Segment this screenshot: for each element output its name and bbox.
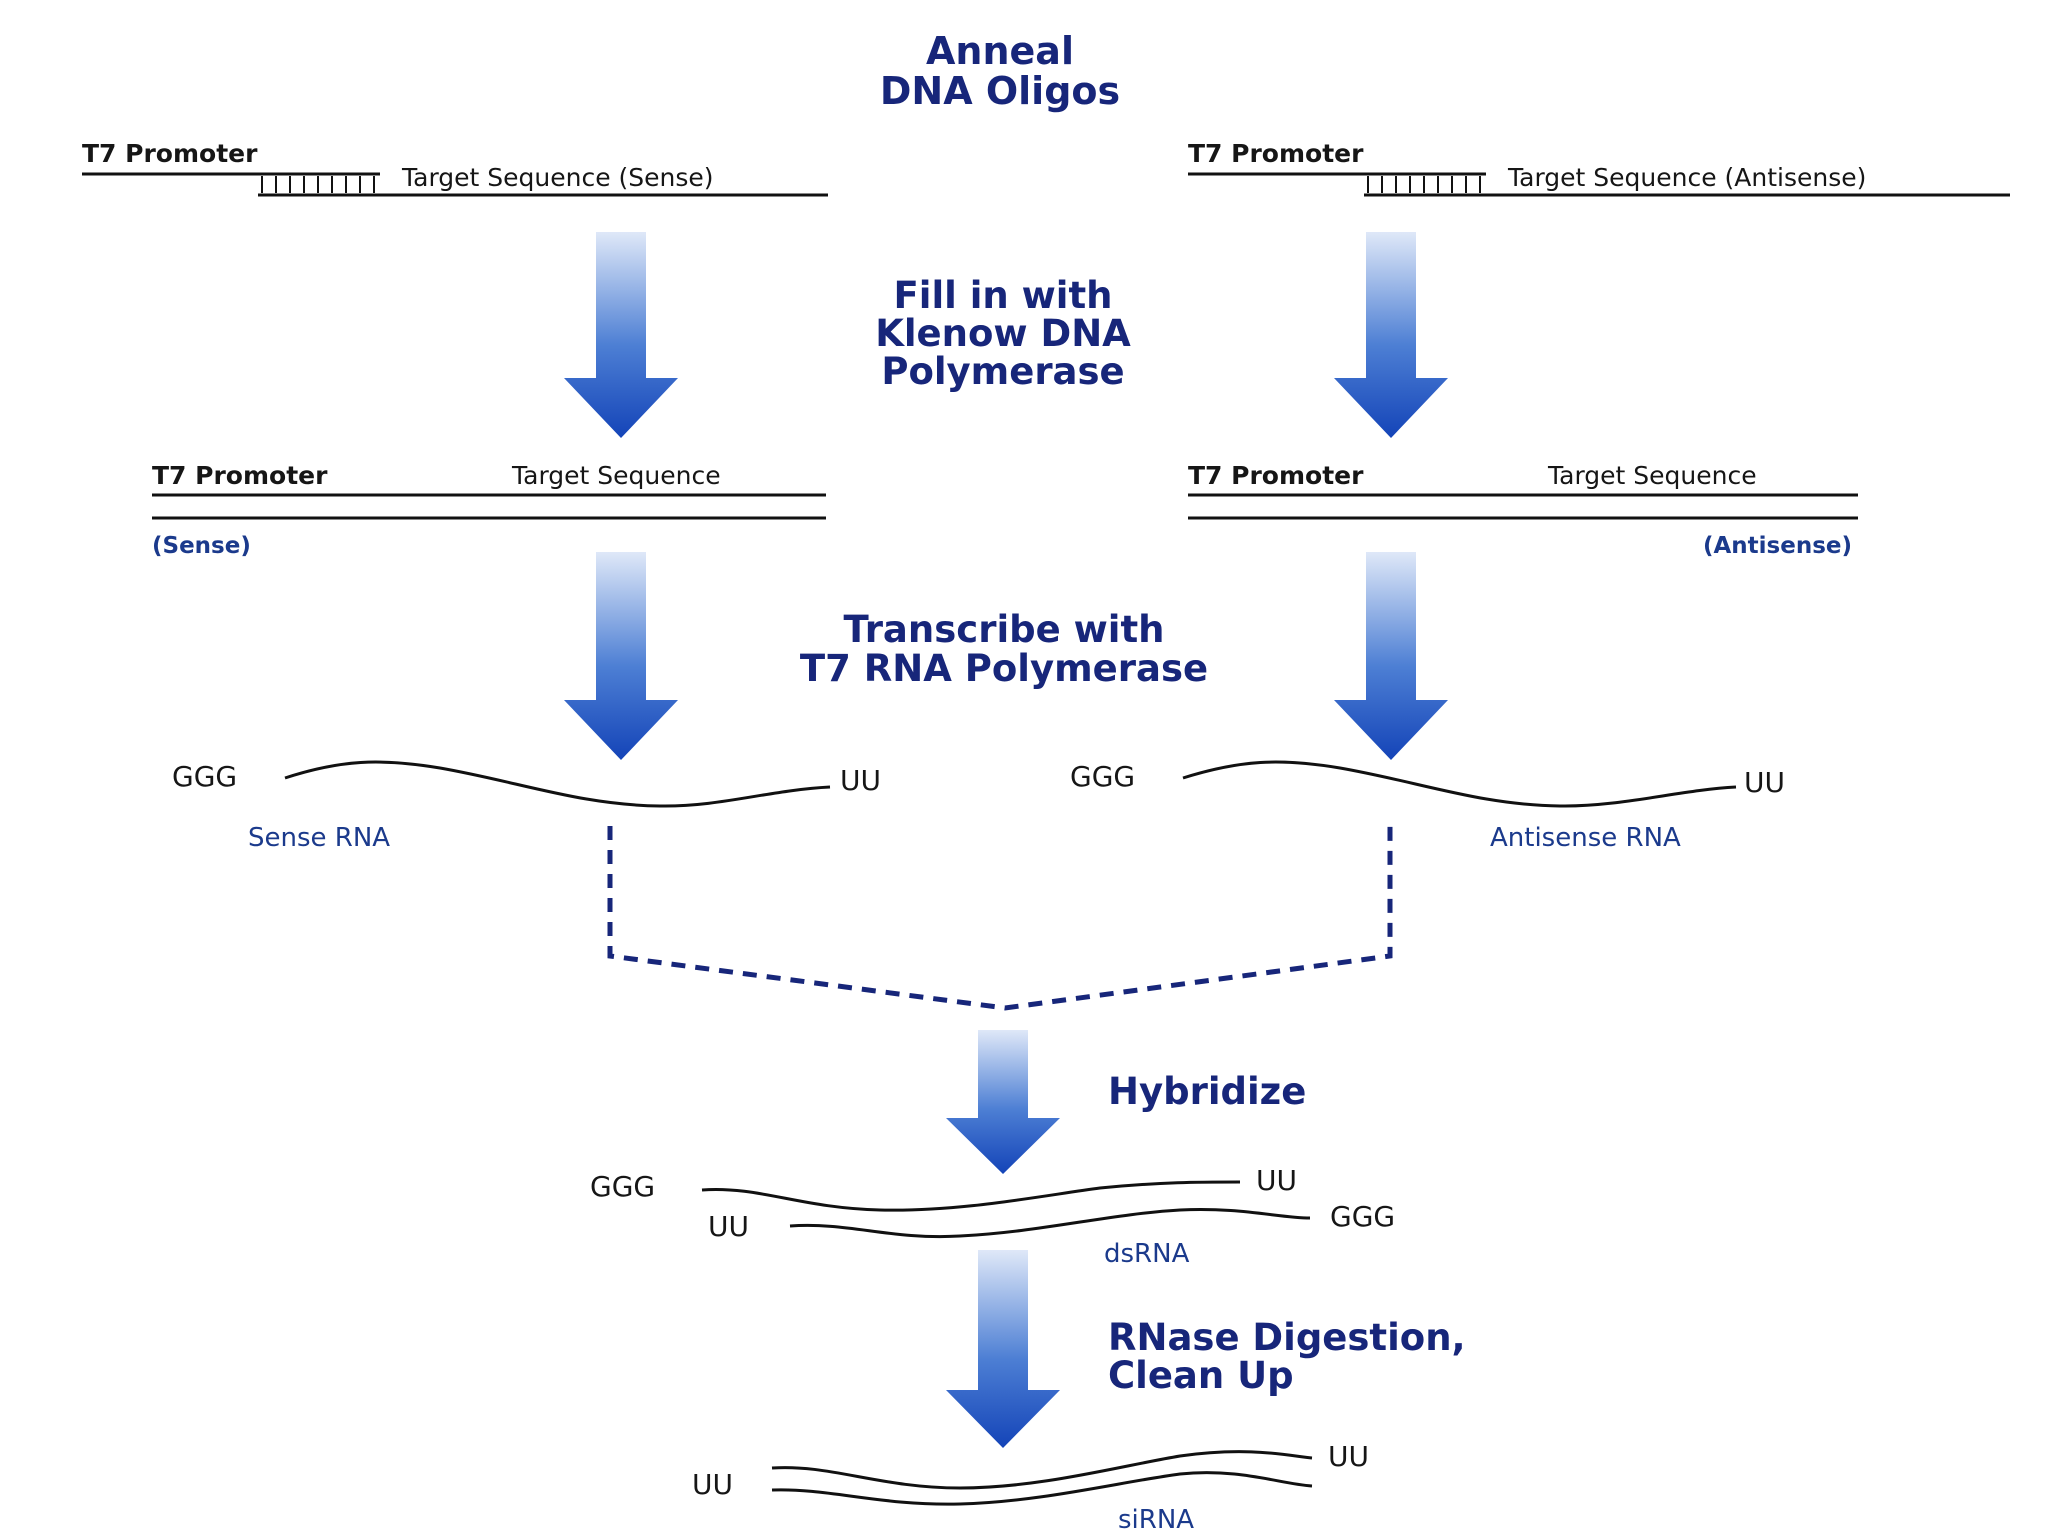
dsdna-antisense: T7 Promoter Target Sequence (Antisense) [1188, 461, 1858, 559]
antisense-rna: GGG UU Antisense RNA [1070, 760, 1785, 853]
step-rnase-line2: Clean Up [1108, 1354, 1294, 1397]
dsdna-sense: T7 Promoter Target Sequence (Sense) [152, 461, 826, 559]
dsdna-sense-target-label: Target Sequence [511, 461, 721, 490]
arrow-left-fill [564, 232, 678, 438]
dsrna-bottom-strand [789, 1208, 1311, 1239]
step-fill-line1: Fill in with [893, 274, 1112, 317]
arrow-right-transcribe [1334, 552, 1448, 760]
step-transcribe-line2: T7 RNA Polymerase [800, 647, 1208, 690]
oligo-sense-promoter-label: T7 Promoter [82, 139, 258, 168]
dsdna-antisense-target-label: Target Sequence [1547, 461, 1757, 490]
sirna-bottom-strand [771, 1471, 1313, 1506]
arrow-rnase [946, 1250, 1060, 1448]
oligo-antisense: T7 Promoter Target Sequence (Antisense) [1188, 139, 2010, 197]
step-fill-line3: Polymerase [881, 350, 1124, 393]
dsdna-antisense-promoter-label: T7 Promoter [1188, 461, 1364, 490]
antisense-rna-label: Antisense RNA [1490, 823, 1681, 853]
step-anneal-line1: Anneal [926, 29, 1074, 73]
sense-rna-3prime: UU [840, 764, 881, 797]
step-fill-line2: Klenow DNA [875, 312, 1131, 355]
sirna: UU UU siRNA [692, 1440, 1369, 1535]
step-rnase-line1: RNase Digestion, [1108, 1316, 1466, 1359]
dsdna-sense-promoter-label: T7 Promoter [152, 461, 328, 490]
dsrna-top-3prime: UU [1256, 1164, 1297, 1197]
arrow-right-fill [1334, 232, 1448, 438]
dsdna-sense-tag: (Sense) [152, 533, 251, 559]
antisense-rna-5prime: GGG [1070, 760, 1135, 793]
arrow-left-transcribe [564, 552, 678, 760]
sense-rna-label: Sense RNA [248, 823, 390, 853]
arrow-hybridize [946, 1030, 1060, 1174]
dsrna-top-5prime: GGG [590, 1170, 655, 1203]
step-hybridize: Hybridize [1108, 1070, 1306, 1113]
antisense-rna-strand [1182, 760, 1737, 808]
dsrna-bottom-3prime: UU [708, 1210, 749, 1243]
oligo-sense: T7 Promoter Target Sequence (Sense) [82, 139, 828, 197]
dsrna-bottom-5prime: GGG [1330, 1200, 1395, 1233]
sirna-right-overhang: UU [1328, 1440, 1369, 1473]
oligo-antisense-promoter-label: T7 Promoter [1188, 139, 1364, 168]
step-anneal-line2: DNA Oligos [880, 69, 1120, 113]
oligo-sense-target-label: Target Sequence (Sense) [401, 163, 714, 192]
sense-rna-5prime: GGG [172, 760, 237, 793]
sense-rna: GGG UU Sense RNA [172, 760, 881, 853]
dsrna-top-strand [701, 1180, 1241, 1212]
sirna-top-strand [771, 1450, 1313, 1490]
step-transcribe-line1: Transcribe with [844, 608, 1165, 651]
oligo-sense-annealed-bases [261, 176, 375, 193]
sense-rna-strand [284, 760, 831, 808]
oligo-antisense-annealed-bases [1367, 176, 1481, 193]
sirna-label: siRNA [1118, 1505, 1194, 1535]
sirna-left-overhang: UU [692, 1468, 733, 1501]
dsdna-antisense-tag: (Antisense) [1703, 533, 1852, 559]
oligo-antisense-target-label: Target Sequence (Antisense) [1507, 163, 1866, 192]
dsrna-label: dsRNA [1104, 1239, 1190, 1269]
merge-dashed-line [607, 826, 1393, 1011]
antisense-rna-3prime: UU [1744, 766, 1785, 799]
dsrna: GGG UU UU GGG dsRNA [590, 1164, 1395, 1269]
